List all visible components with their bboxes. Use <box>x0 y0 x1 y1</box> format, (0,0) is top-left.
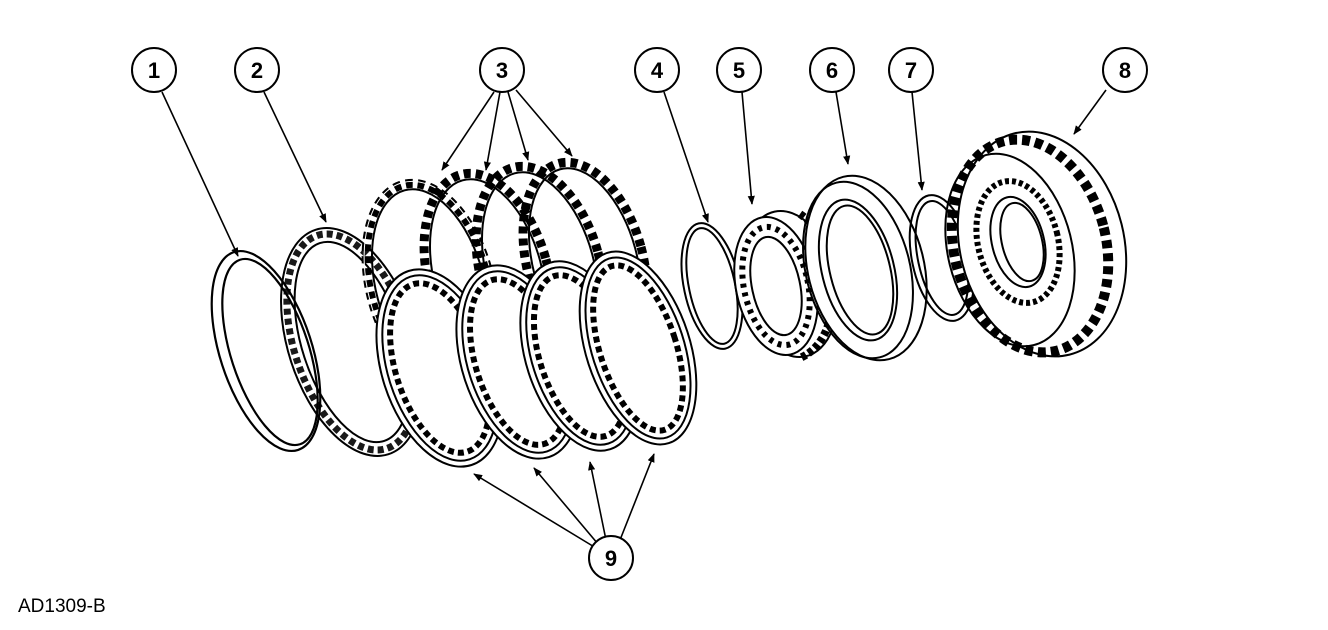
svg-text:1: 1 <box>148 58 160 83</box>
callout-8: 8 <box>1102 47 1148 93</box>
callout-4: 4 <box>634 47 680 93</box>
callouts: 1 2 3 4 5 6 7 8 <box>131 47 1148 581</box>
callout-1: 1 <box>131 47 177 93</box>
svg-text:5: 5 <box>733 58 745 83</box>
svg-text:2: 2 <box>251 58 263 83</box>
svg-text:4: 4 <box>651 58 664 83</box>
callout-2: 2 <box>234 47 280 93</box>
part-6-race <box>802 174 928 362</box>
leader-lines <box>161 89 1107 549</box>
part-9-friction-plates <box>375 250 698 468</box>
svg-text:6: 6 <box>826 58 838 83</box>
callout-9: 9 <box>588 535 634 581</box>
callout-3: 3 <box>479 47 525 93</box>
callout-5: 5 <box>716 47 762 93</box>
part-1-snap-ring <box>210 249 322 453</box>
svg-text:3: 3 <box>496 58 508 83</box>
svg-text:8: 8 <box>1119 58 1131 83</box>
callout-6: 6 <box>809 47 855 93</box>
svg-text:7: 7 <box>905 58 917 83</box>
figure-id: AD1309-B <box>18 596 106 617</box>
svg-text:9: 9 <box>605 546 617 571</box>
callout-7: 7 <box>888 47 934 93</box>
part-8-drum <box>944 130 1128 358</box>
